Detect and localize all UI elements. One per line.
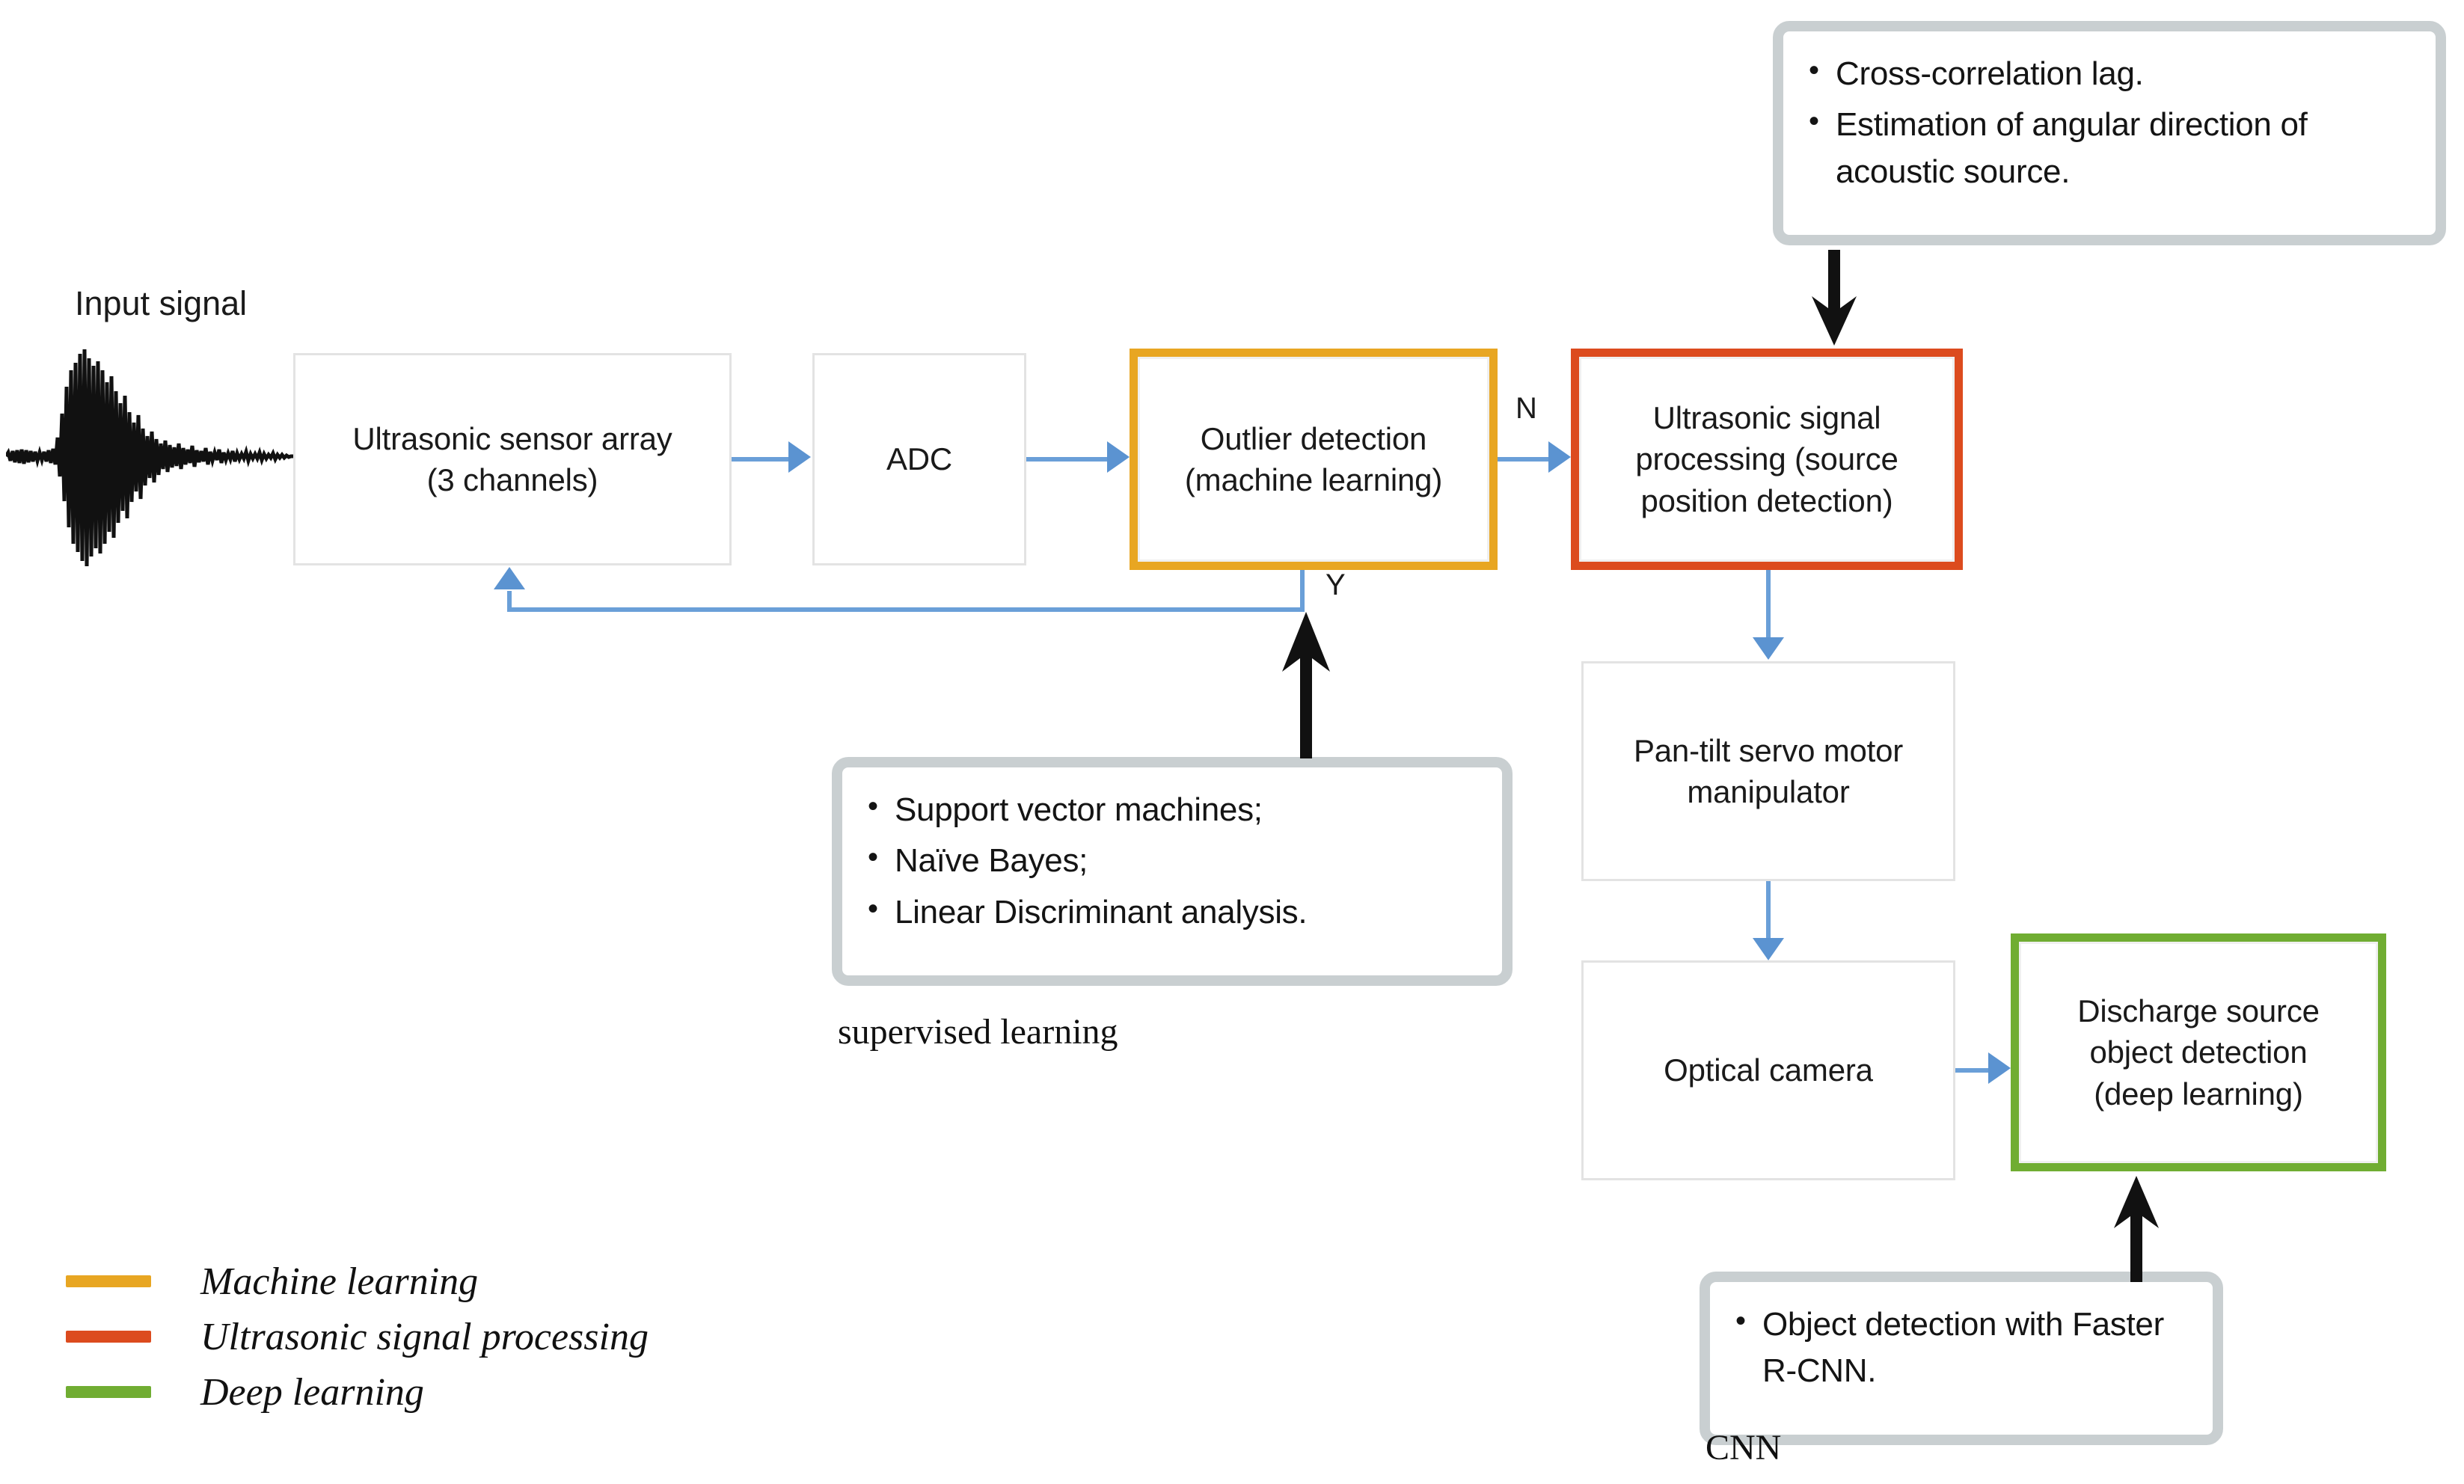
callout-supervised-learning-item: Linear Discriminant analysis.	[860, 888, 1480, 936]
connector-adc-to-outlier	[1026, 457, 1107, 462]
connector-servo-to-camera-arrow	[1753, 938, 1784, 960]
node-sensor-array-label: Ultrasonic sensor array(3 channels)	[352, 420, 672, 497]
callout-supervised-learning: Support vector machines; Naïve Bayes; Li…	[832, 757, 1513, 986]
connector-sensor-to-adc-arrow	[788, 441, 811, 473]
callout-cross-correlation-arrow-icon	[1812, 250, 1857, 346]
callout-supervised-learning-list: Support vector machines; Naïve Bayes; Li…	[860, 785, 1480, 936]
node-outlier-detection-label: Outlier detection(machine learning)	[1184, 420, 1443, 497]
legend-item-deep-learning: Deep learning	[66, 1364, 649, 1420]
legend-swatch-machine-learning	[66, 1275, 151, 1287]
legend-label-machine-learning: Machine learning	[200, 1260, 479, 1303]
node-outlier-detection[interactable]: Outlier detection(machine learning)	[1130, 349, 1498, 570]
callout-supervised-learning-arrow-icon	[1282, 612, 1330, 758]
legend-item-ultrasonic-signal-processing: Ultrasonic signal processing	[66, 1309, 649, 1364]
callout-cnn-item: Object detection with Faster R-CNN.	[1728, 1300, 2190, 1395]
callout-cross-correlation: Cross-correlation lag. Estimation of ang…	[1773, 21, 2446, 245]
connector-sensor-to-adc	[732, 457, 788, 462]
callout-supervised-learning-item: Support vector machines;	[860, 785, 1480, 833]
connector-feedback-left	[507, 607, 1305, 612]
callout-cnn: Object detection with Faster R-CNN.	[1700, 1272, 2223, 1445]
callout-supervised-learning-caption: supervised learning	[838, 1012, 1118, 1052]
callout-cnn-arrow-icon	[2114, 1176, 2159, 1282]
legend-label-deep-learning: Deep learning	[200, 1370, 424, 1414]
callout-cross-correlation-item: Cross-correlation lag.	[1801, 49, 2413, 97]
legend: Machine learning Ultrasonic signal proce…	[66, 1254, 649, 1420]
node-sensor-array[interactable]: Ultrasonic sensor array(3 channels)	[293, 353, 732, 565]
input-waveform-icon	[6, 349, 298, 567]
connector-camera-to-detection	[1955, 1068, 1988, 1073]
connector-adc-to-outlier-arrow	[1107, 441, 1130, 473]
callout-cross-correlation-item: Estimation of angular direction of acous…	[1801, 100, 2413, 195]
connector-camera-to-detection-arrow	[1988, 1052, 2011, 1084]
connector-feedback-arrow	[494, 567, 525, 589]
legend-item-machine-learning: Machine learning	[66, 1254, 649, 1309]
callout-cross-correlation-list: Cross-correlation lag. Estimation of ang…	[1801, 49, 2413, 195]
edge-label-yes: Y	[1326, 568, 1346, 601]
input-signal-label: Input signal	[75, 284, 248, 322]
callout-cnn-list: Object detection with Faster R-CNN.	[1728, 1300, 2190, 1395]
node-optical-camera[interactable]: Optical camera	[1581, 960, 1955, 1180]
node-optical-camera-label: Optical camera	[1664, 1052, 1873, 1088]
node-adc[interactable]: ADC	[812, 353, 1026, 565]
node-adc-label: ADC	[886, 441, 953, 477]
connector-processing-to-servo	[1766, 570, 1771, 637]
legend-swatch-deep-learning	[66, 1386, 151, 1398]
legend-label-ultrasonic-signal-processing: Ultrasonic signal processing	[200, 1315, 649, 1358]
connector-feedback-up	[507, 591, 512, 612]
connector-outlier-to-processing	[1498, 457, 1548, 462]
connector-processing-to-servo-arrow	[1753, 637, 1784, 660]
connector-servo-to-camera	[1766, 881, 1771, 938]
connector-feedback-down	[1300, 570, 1305, 612]
connector-outlier-to-processing-arrow	[1548, 441, 1571, 473]
callout-supervised-learning-item: Naïve Bayes;	[860, 836, 1480, 884]
legend-swatch-ultrasonic-signal-processing	[66, 1331, 151, 1343]
edge-label-no: N	[1516, 392, 1537, 425]
callout-cnn-caption: CNN	[1706, 1428, 1782, 1468]
